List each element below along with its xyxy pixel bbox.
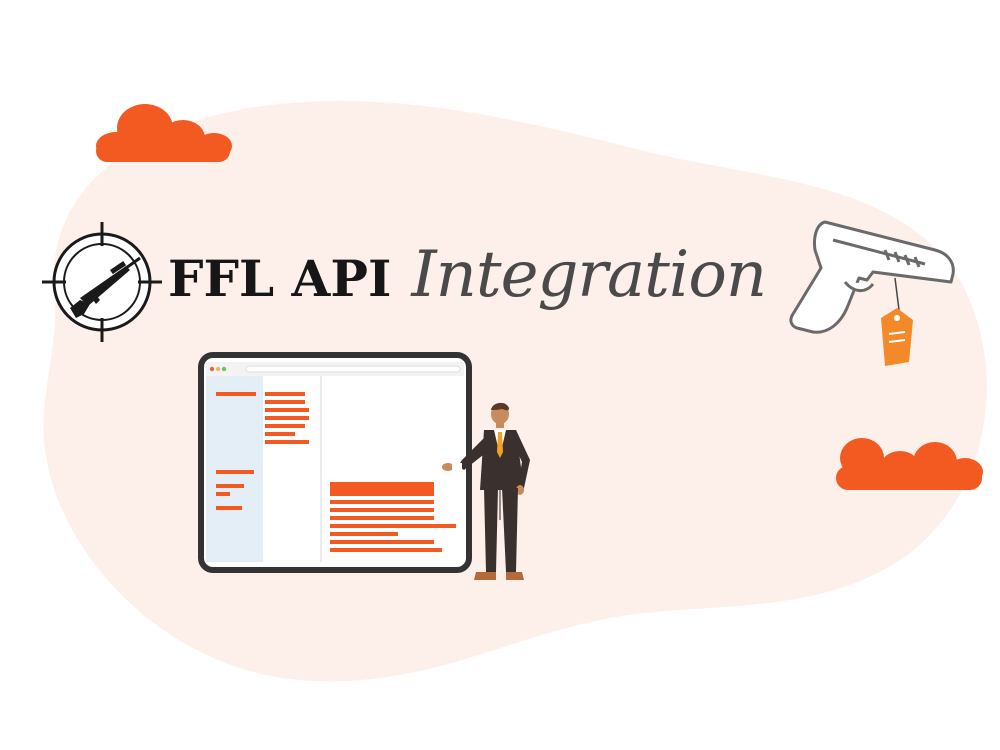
- browser-screen-illustration: [198, 352, 472, 573]
- presenter-figure: [442, 402, 530, 580]
- background-blob: [43, 101, 987, 682]
- cloud-icon: [96, 104, 232, 162]
- title-italic-text: Integration: [411, 238, 767, 312]
- price-tag-icon: [881, 308, 913, 366]
- cloud-icon: [836, 438, 983, 490]
- page-title: FFL API Integration: [168, 238, 767, 328]
- crosshair-rifle-icon: [42, 222, 162, 342]
- handgun-price-tag-icon: [789, 220, 955, 366]
- title-bold-text: FFL API: [168, 249, 392, 308]
